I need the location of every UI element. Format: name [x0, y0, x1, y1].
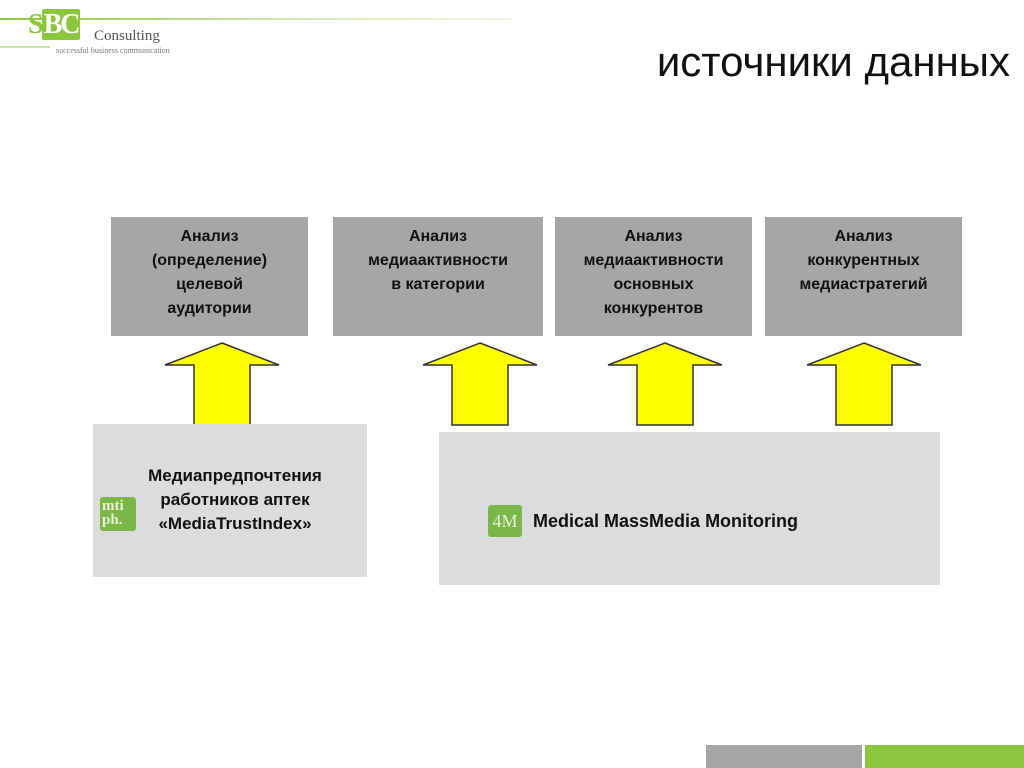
- source-label-mmm: Medical MassMedia Monitoring: [533, 511, 799, 531]
- logo-mark-s: S: [28, 9, 44, 40]
- analysis-box-label: Анализ медиаактивности в категории: [368, 228, 508, 293]
- up-arrow-3: [607, 342, 723, 426]
- analysis-box-category: Анализ медиаактивности в категории: [333, 217, 543, 336]
- 4m-logo-text: 4M: [492, 511, 518, 531]
- logo: SBC Consulting successful business commu…: [0, 0, 520, 62]
- footer-bar-green: [865, 745, 1024, 768]
- logo-name: Consulting: [94, 28, 160, 44]
- analysis-box-competitors: Анализ медиаактивности основных конкурен…: [555, 217, 752, 336]
- logo-mark-bc: BC: [41, 9, 81, 40]
- page-title: источники данных: [656, 38, 1010, 85]
- footer-bar-gray: [706, 745, 862, 768]
- logo-line: [0, 18, 512, 20]
- logo-line-secondary: [0, 46, 50, 48]
- source-box-mmm: [439, 432, 940, 585]
- analysis-box-label: Анализ медиаактивности основных конкурен…: [583, 228, 724, 317]
- up-arrow-2: [422, 342, 538, 426]
- up-arrow-4: [806, 342, 922, 426]
- analysis-box-audience: Анализ (определение) целевой аудитории: [111, 217, 308, 336]
- 4m-logo-icon: 4M: [488, 505, 522, 537]
- mti-logo-icon: mti ph.: [100, 497, 136, 531]
- up-arrow-1: [164, 342, 280, 426]
- source-label-mediatrustindex: Медиапредпочтения работников аптек «Medi…: [148, 466, 322, 533]
- logo-tagline: successful business communication: [56, 46, 170, 55]
- mti-logo-text: mti ph.: [102, 498, 124, 528]
- logo-mark: SBC: [28, 8, 81, 42]
- analysis-box-strategies: Анализ конкурентных медиастратегий: [765, 217, 962, 336]
- analysis-box-label: Анализ (определение) целевой аудитории: [151, 228, 268, 317]
- source-box-mediatrustindex: [93, 424, 367, 577]
- analysis-box-label: Анализ конкурентных медиастратегий: [799, 228, 928, 293]
